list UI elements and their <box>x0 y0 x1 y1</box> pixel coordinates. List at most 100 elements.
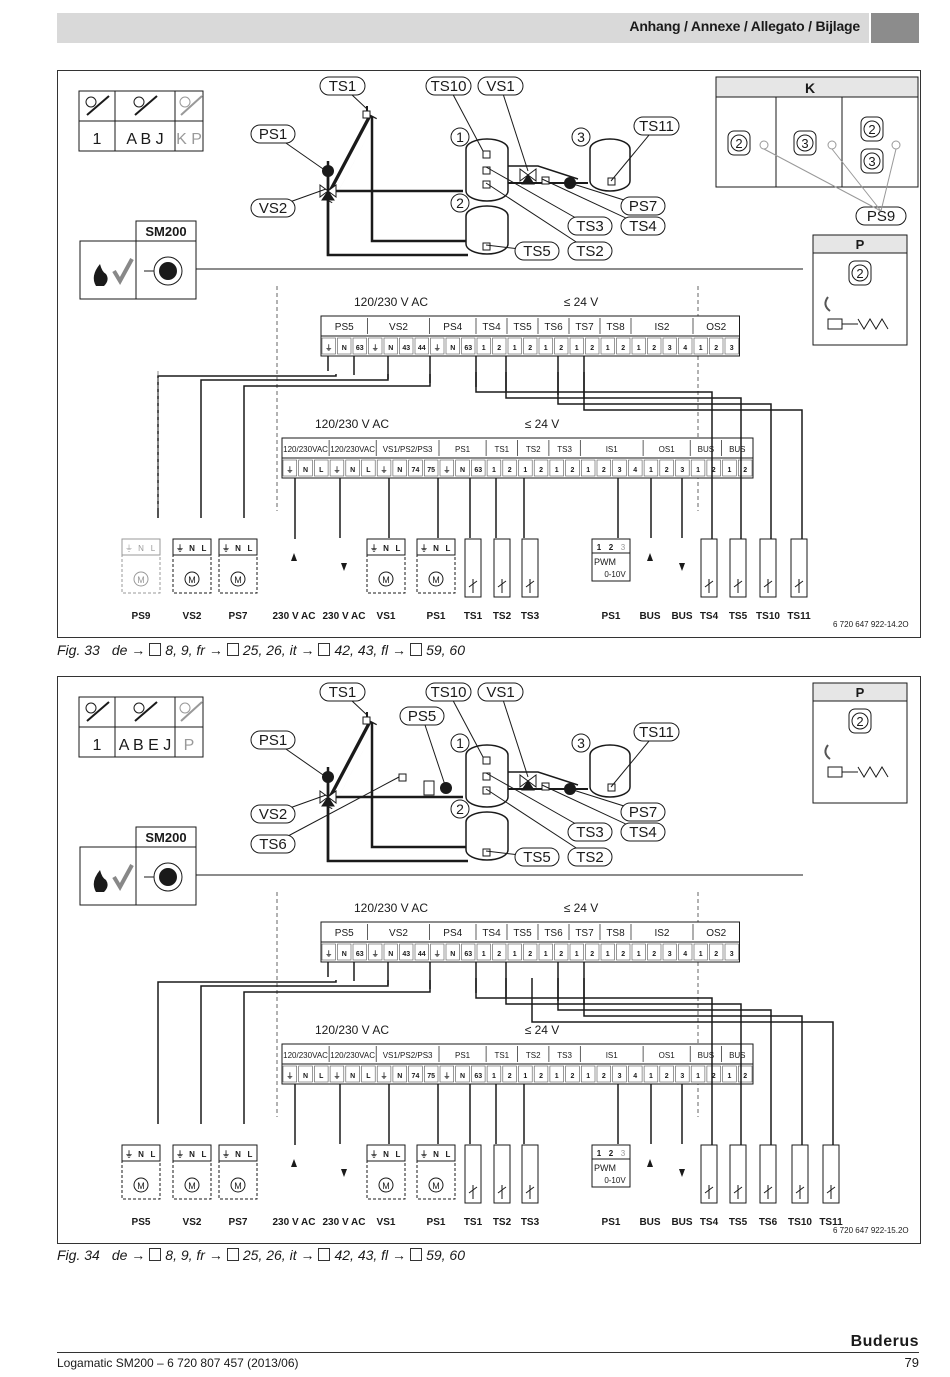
device-label: VS1 <box>377 611 396 622</box>
upper-terminal-block-group-label: TS6 <box>544 322 563 333</box>
device-terminal-strip <box>218 1144 258 1162</box>
lower-terminal-block-group-label: 120/230VAC <box>283 1051 328 1060</box>
terminal-label: 4 <box>633 467 637 474</box>
device-terminal-label: L <box>248 1150 253 1159</box>
pwm-terminal-label: 1 <box>597 543 602 552</box>
device-label: VS1 <box>377 1217 396 1228</box>
sensor-icon <box>525 1185 535 1199</box>
device-terminal-strip <box>416 1144 456 1162</box>
component-tag-ts4 <box>620 216 666 236</box>
sensor-icon <box>468 579 478 593</box>
upper-terminal-block-voltage-high: 120/230 V AC <box>354 901 428 915</box>
flame-icon <box>93 870 108 892</box>
terminal-label: 3 <box>730 951 734 958</box>
upper-terminal-block-group-label: VS2 <box>389 928 408 939</box>
leader-line <box>763 148 882 212</box>
component-tag-ps5-text: PS5 <box>408 708 436 725</box>
component-tag-vs1 <box>477 682 524 702</box>
terminal <box>565 459 580 477</box>
terminal-label: 1 <box>727 467 731 474</box>
reference-pages: 8, 9, <box>165 642 197 658</box>
leader-line <box>485 166 591 227</box>
wire-sensor <box>505 978 742 1184</box>
pump-badge-text: 2 <box>856 714 863 729</box>
terminal-label: 1 <box>523 1073 527 1080</box>
option-P-box <box>812 682 908 804</box>
pump-icon <box>759 140 769 150</box>
terminal-label: N <box>397 1073 402 1080</box>
terminal-label: 1 <box>555 467 559 474</box>
page-icon <box>318 643 331 656</box>
reference-pages: 59, 60 <box>426 1247 465 1263</box>
figure-number: Fig. 33 <box>57 642 100 658</box>
component-tag-ps7 <box>620 802 666 822</box>
device-terminal-label: L <box>151 1150 156 1159</box>
terminal-label: 63 <box>474 467 482 474</box>
component-tag-ts5 <box>514 847 560 867</box>
header-bar <box>57 13 869 43</box>
temperature-sensor <box>729 1144 747 1204</box>
terminal <box>408 459 423 477</box>
device-label: TS4 <box>700 611 719 622</box>
pump-badge-icon <box>851 264 869 282</box>
terminal-label: 3 <box>668 345 672 352</box>
sensor-icon <box>795 1185 805 1199</box>
upper-terminal-block-group-label: PS5 <box>335 322 354 333</box>
terminal <box>445 337 460 355</box>
terminal-label: 1 <box>523 467 527 474</box>
terminal-label: N <box>460 1073 465 1080</box>
device-terminal-label: N <box>433 544 439 553</box>
terminal <box>471 459 486 477</box>
component-tag-ps9 <box>855 206 907 226</box>
leader-line <box>880 148 897 212</box>
sensor-icon <box>482 242 491 251</box>
lower-terminal-block-group-label: VS1/PS2/PS3 <box>383 445 433 454</box>
terminal-label: 1 <box>492 1073 496 1080</box>
terminal-label: 43 <box>402 951 410 958</box>
pump-icon <box>564 177 576 189</box>
circuit-number <box>450 733 470 753</box>
wire-ps7 <box>243 980 431 1124</box>
upper-terminal-block-group-label: OS2 <box>706 322 726 333</box>
terminal-label: 1 <box>649 1073 653 1080</box>
device-label: PS1 <box>602 1217 621 1228</box>
circuit-number-text: 3 <box>577 129 585 145</box>
lower-terminal-block-group-label: PS1 <box>455 445 471 454</box>
solenoid-icon <box>827 766 843 778</box>
wire-sensor <box>531 978 834 1184</box>
terminal-label: 2 <box>602 1073 606 1080</box>
terminal <box>569 943 584 961</box>
storage-tank-2 <box>465 811 509 861</box>
terminal-label: L <box>366 1073 371 1080</box>
arrow-right-icon: → <box>127 642 146 658</box>
terminal <box>282 1065 297 1083</box>
pwm-box <box>591 1158 631 1188</box>
terminal-label: L <box>366 467 371 474</box>
motor-label: M <box>432 1181 440 1191</box>
wire-ps7 <box>243 374 431 518</box>
arrow-right-icon: → <box>296 1247 315 1263</box>
sensor-icon <box>497 1185 507 1199</box>
page-icon <box>149 643 162 656</box>
terminal-label: ⏚ <box>381 1072 388 1080</box>
sensor-icon <box>482 772 491 781</box>
terminal <box>507 943 522 961</box>
arrow-down-icon <box>679 1169 685 1177</box>
terminal <box>690 1065 706 1083</box>
reference-language: de <box>111 1247 128 1263</box>
sensor-icon <box>362 716 371 725</box>
motor-icon <box>184 1177 200 1193</box>
device-outline <box>416 1160 456 1200</box>
upper-terminal-block-voltage-low: ≤ 24 V <box>564 295 599 309</box>
heating-icon <box>857 766 889 778</box>
heat-exchanger-icon <box>423 780 435 796</box>
sensor-icon <box>482 180 491 189</box>
terminal <box>580 459 596 477</box>
device-terminal-label: L <box>446 1150 451 1159</box>
terminal <box>533 459 549 477</box>
temperature-sensor <box>700 538 718 598</box>
terminal-label: 2 <box>559 951 563 958</box>
device-terminal-label: L <box>248 544 253 553</box>
terminal <box>538 943 553 961</box>
